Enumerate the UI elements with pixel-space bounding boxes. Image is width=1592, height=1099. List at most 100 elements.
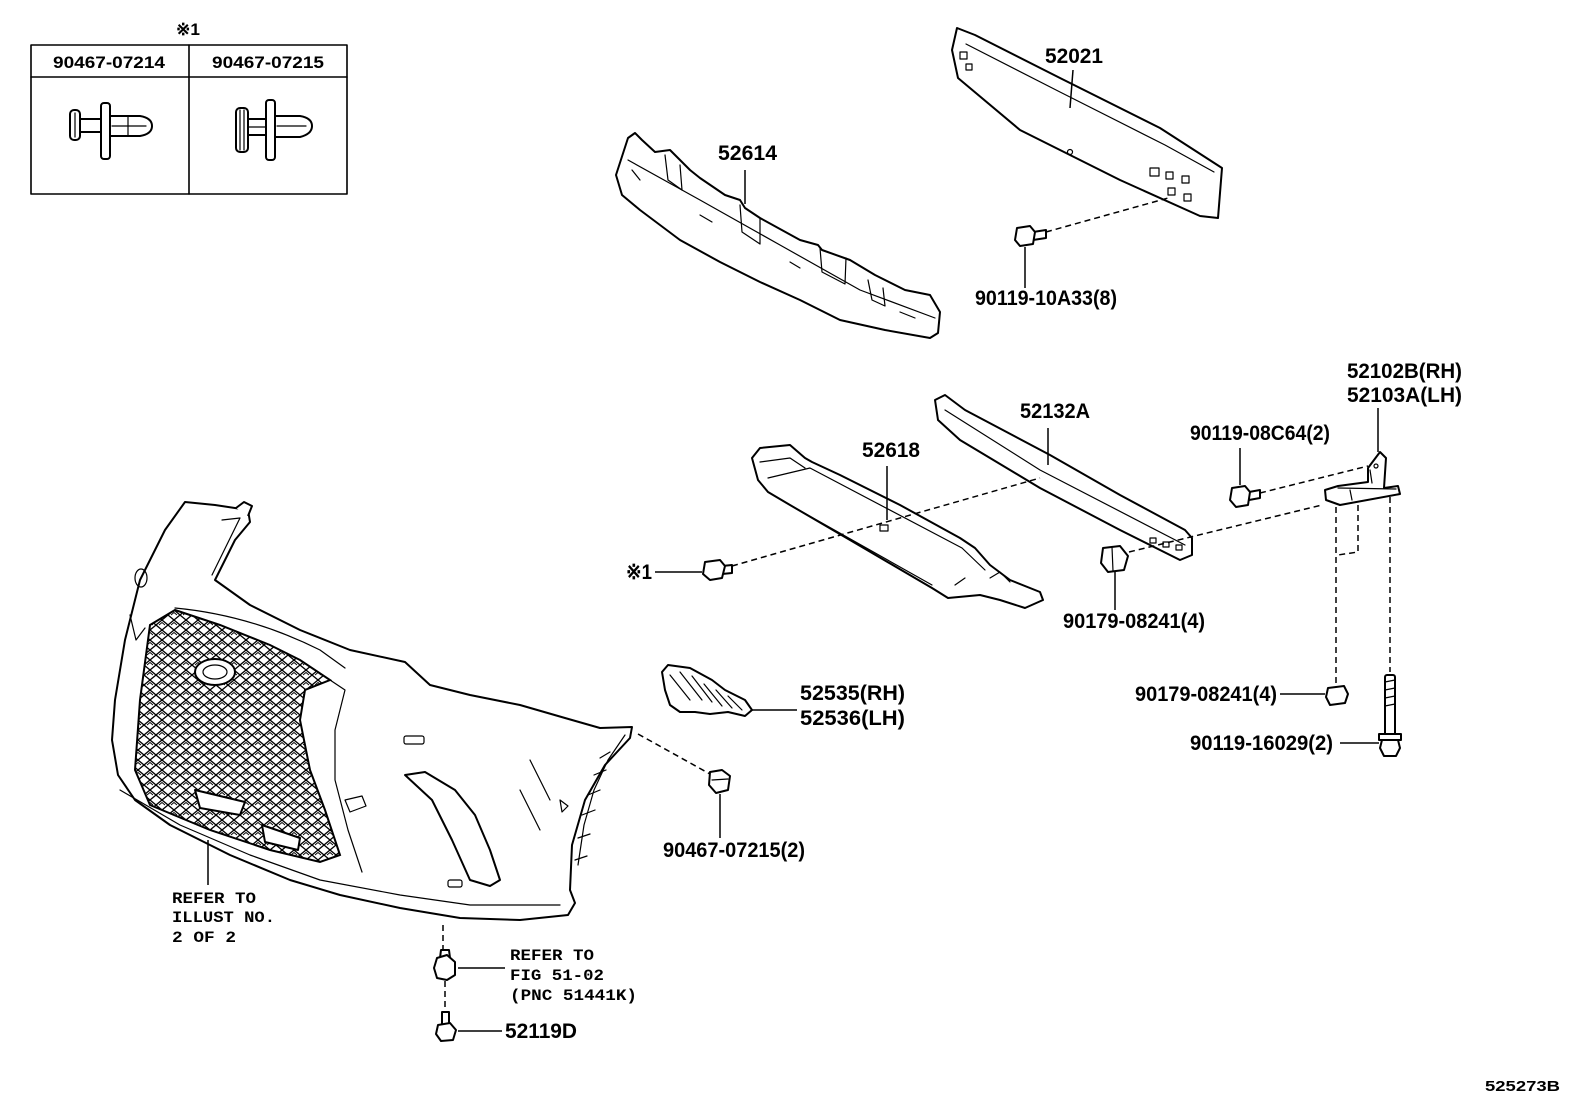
sensor-hole [447,879,463,888]
diagram-id: 525273B [1485,1078,1560,1095]
part-detail-line [965,43,1215,173]
fastener-legend-table: ※1 90467-07214 90467-07215 [30,20,348,195]
side-intake [404,771,501,887]
lower-lip-line [119,789,561,906]
part-hole [1181,175,1190,184]
clip-head [433,954,456,981]
refer-note-line: REFER TO [510,947,594,965]
sensor-hole [403,735,425,745]
callout-52536: 52536(LH) [800,707,905,730]
clip-head [235,107,249,153]
bolt-head [1014,225,1036,247]
part-detail-line [1337,469,1397,501]
assembly-dashed-line [731,477,1041,567]
callout-52618: 52618 [862,439,920,462]
part-detail-line [954,571,1011,586]
clip-icon [702,559,733,581]
grille-frame-line [329,679,363,873]
bolt-icon [435,1011,457,1042]
callout-90179-08241: 90179-08241(4) [1063,610,1205,633]
fender-edge-line [577,734,626,866]
part-outline [1324,451,1401,506]
assembly-dashed-line [1128,504,1323,553]
legend-note-mark: ※1 [176,20,200,39]
clip-neck [79,118,102,133]
part-detail-line [759,457,806,469]
side-detail-line [129,614,146,641]
callout-note-mark: ※1 [626,561,652,584]
part-hole [965,63,973,71]
leader-line [1069,69,1074,109]
part-detail-line [627,159,936,319]
lower-opening [261,824,301,851]
part-hole [879,524,889,532]
part-hole [1373,463,1379,469]
part-detail-line [867,279,886,307]
part-outline [951,27,1223,219]
fender-detail-line [574,751,611,861]
clip-head [708,769,731,794]
part-outline [615,132,941,339]
callout-52102B: 52102B(RH) [1347,360,1462,383]
bolt-head [435,1022,457,1042]
part-detail-line [669,671,743,711]
mounting-tab-line [211,517,241,576]
callout-90119-16029: 90119-16029(2) [1190,732,1333,755]
assembly-dashed-line [1259,465,1369,494]
part-hole [1149,167,1160,177]
bolt-icon [1014,225,1047,247]
bumper-cover-drawing [111,501,633,921]
legend-column-header: 90467-07214 [53,53,166,72]
push-clip-icon [235,99,313,161]
mounting-tab [235,501,253,517]
part-detail-line [739,204,761,245]
part-52535-bracket-drawing [661,664,753,717]
lower-opening [194,789,246,816]
refer-note-line: ILLUST NO. [172,909,275,927]
part-detail-line [631,169,916,319]
callout-90119-08C64: 90119-08C64(2) [1190,422,1330,445]
part-detail-line [819,247,847,285]
legend-column-header: 90467-07215 [212,53,324,72]
clip-icon [708,769,731,794]
callout-52119D: 52119D [505,1020,577,1043]
part-hole [1183,193,1192,202]
part-outline [661,664,753,717]
assembly-dashed-line [637,733,711,775]
nut-body [1100,545,1129,573]
part-outline [934,394,1193,561]
callout-90119-10A33: 90119-10A33(8) [975,287,1117,310]
assembly-dashed-line [1045,197,1169,233]
refer-note-line: REFER TO [172,890,256,908]
callout-52535: 52535(RH) [800,682,905,705]
side-vent [134,568,148,588]
hood-line [174,607,346,669]
clip-nut-icon [433,949,456,981]
clip-washer [100,102,111,160]
long-bolt-icon [1378,674,1402,757]
part-52102B-bracket-drawing [1324,451,1401,506]
callout-90179-08241: 90179-08241(4) [1135,683,1277,706]
part-hole [1066,148,1074,156]
bolt-head [1229,485,1251,508]
part-hole [1167,187,1176,196]
nut-detail-line [1111,546,1114,572]
callout-52614: 52614 [718,142,777,165]
part-outline [751,444,1044,609]
clip-head [702,559,726,581]
nut-icon [1100,545,1129,573]
emblem-detail [202,664,228,680]
grille-mesh [133,608,342,864]
nut-icon [1325,685,1349,706]
clip-detail-line [711,778,729,781]
refer-note-line: FIG 51-02 [510,967,604,985]
emblem [194,658,236,686]
sensor-hole [344,795,367,813]
part-52618-drawing [751,444,1044,609]
part-detail-line [944,409,1186,546]
refer-note-line: (PNC 51441K) [510,987,637,1005]
callout-52103A: 52103A(LH) [1347,384,1462,407]
callout-52132A: 52132A [1020,400,1090,423]
clip-washer [265,99,276,161]
